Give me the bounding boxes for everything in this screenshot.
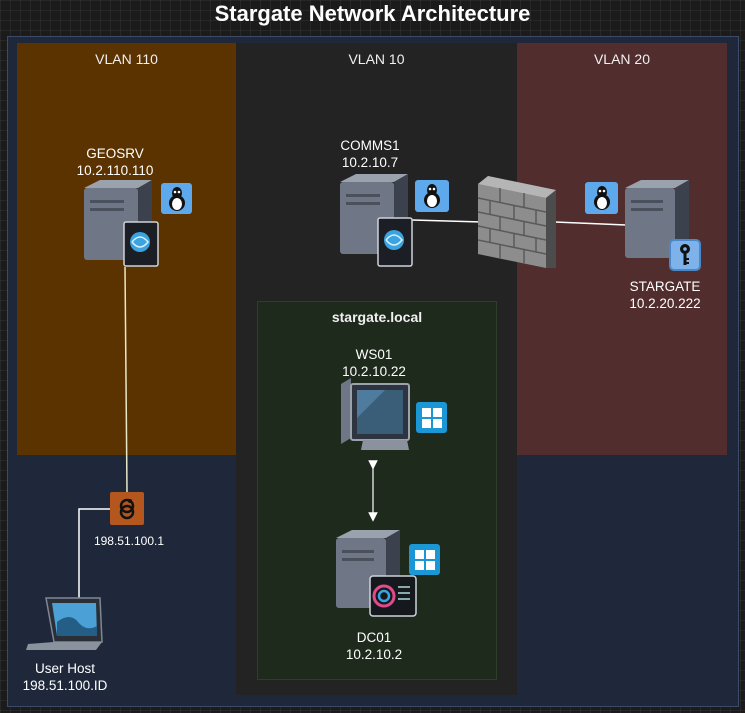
- domain-label: stargate.local: [331, 309, 423, 325]
- laptop-icon: [26, 597, 103, 650]
- ws01-name: WS01: [355, 347, 393, 362]
- vlan-110-label: VLAN 110: [95, 51, 158, 67]
- wireguard-ip: 198.51.100.1: [93, 534, 165, 548]
- vlan-10-label: VLAN 10: [348, 51, 405, 67]
- firewall-stargate-link: [554, 221, 627, 226]
- wireguard-userhost-link: [78, 508, 110, 610]
- vlan-20-label: VLAN 20: [593, 51, 651, 67]
- server-icon: [625, 180, 689, 258]
- comms1-firewall-link: [411, 219, 483, 223]
- ws01-ip: 10.2.10.22: [342, 364, 406, 379]
- dc01-name: DC01: [356, 630, 392, 645]
- geosrv-name: GEOSRV: [86, 146, 144, 161]
- linux-icon: [415, 180, 449, 212]
- userhost-ip: 198.51.100.ID: [22, 678, 108, 693]
- geosrv-wireguard-link: [124, 266, 128, 493]
- firewall-icon: [478, 176, 556, 268]
- domain-controller-icon: [336, 530, 417, 617]
- server-icon: [340, 174, 413, 267]
- windows-icon: [416, 402, 447, 433]
- linux-icon: [585, 182, 618, 214]
- key-icon: [669, 239, 701, 271]
- wireguard-icon: [110, 492, 144, 525]
- stargate-name: STARGATE: [629, 279, 701, 294]
- diagram-title: Stargate Network Architecture: [214, 1, 531, 26]
- linux-icon: [161, 183, 192, 214]
- geosrv-ip: 10.2.110.110: [76, 163, 154, 178]
- comms1-ip: 10.2.10.7: [341, 155, 399, 170]
- userhost-name: User Host: [34, 661, 95, 676]
- comms1-name: COMMS1: [340, 138, 400, 153]
- windows-icon: [409, 544, 440, 575]
- server-icon: [84, 180, 159, 267]
- dc01-ip: 10.2.10.2: [345, 647, 403, 662]
- workstation-icon: [341, 378, 410, 450]
- stargate-ip: 10.2.20.222: [629, 296, 701, 311]
